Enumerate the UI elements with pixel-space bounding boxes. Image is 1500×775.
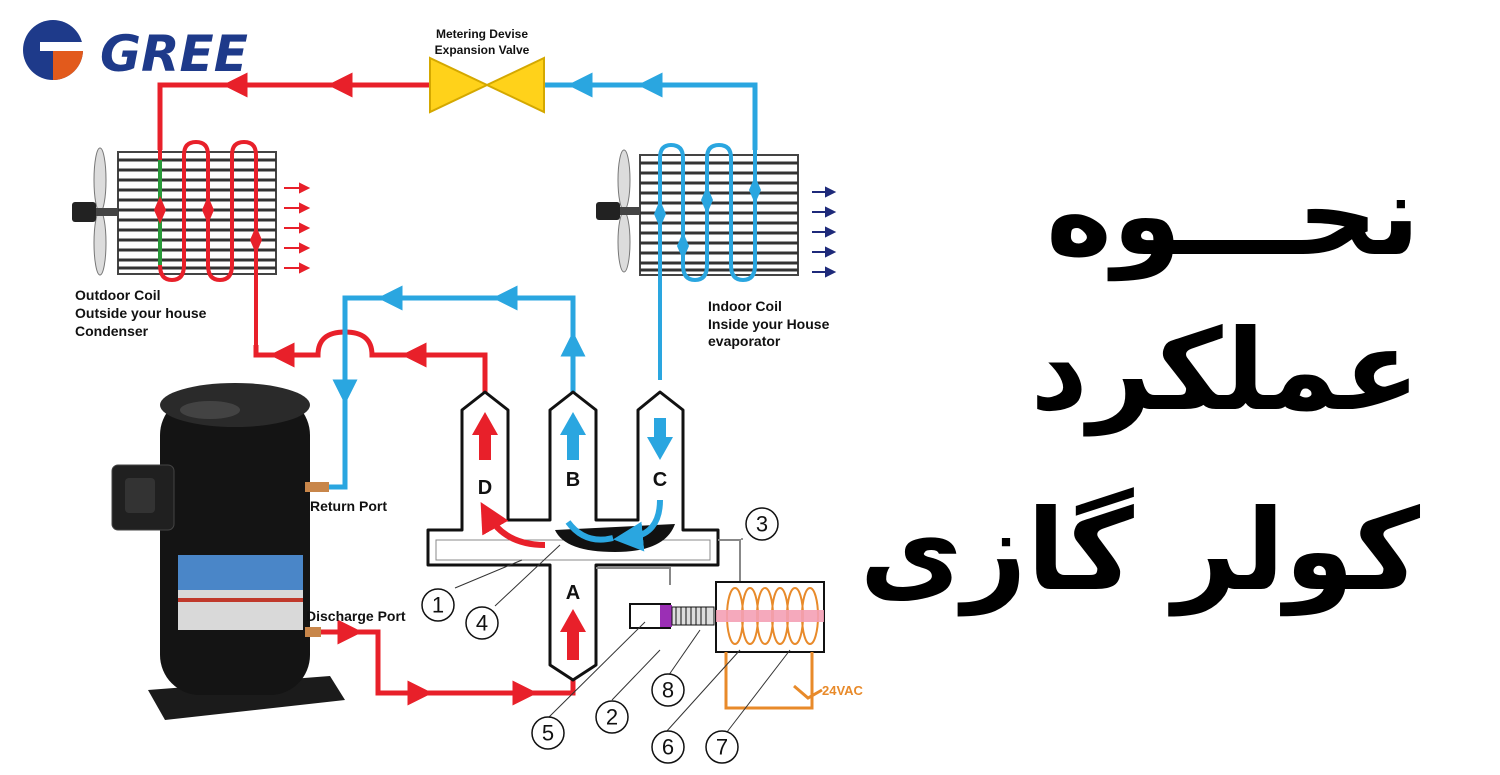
port-a-label: A xyxy=(566,582,580,604)
hot-gas-line xyxy=(253,329,488,400)
valve-flow-arrow-b xyxy=(560,412,586,460)
reversing-valve xyxy=(426,390,741,682)
callout-2: 2 xyxy=(595,700,629,734)
valve-label-line1: Metering Devise xyxy=(436,27,528,41)
outdoor-fan-icon xyxy=(72,147,118,276)
callout-5: 5 xyxy=(531,716,565,750)
gree-logo: GREE xyxy=(23,20,248,83)
svg-text:6: 6 xyxy=(662,735,674,760)
discharge-line-arrows xyxy=(330,619,538,706)
indoor-coil xyxy=(639,142,799,380)
outdoor-label-line3: Condenser xyxy=(75,323,149,339)
port-c-label: C xyxy=(653,469,667,491)
port-b-label: B xyxy=(566,469,580,491)
svg-text:8: 8 xyxy=(662,678,674,703)
title-line-2: عملکرد xyxy=(1030,306,1420,436)
valve-flow-arrow-d xyxy=(472,412,498,460)
gree-logo-icon xyxy=(23,20,84,80)
gree-logo-text: GREE xyxy=(100,25,248,83)
indoor-fan-icon xyxy=(596,149,640,273)
discharge-line xyxy=(318,629,576,696)
outdoor-label-line2: Outside your house xyxy=(75,305,207,321)
svg-text:3: 3 xyxy=(756,512,768,537)
svg-text:2: 2 xyxy=(606,705,618,730)
callout-8: 8 xyxy=(651,673,685,707)
valve-flow-arrow-a xyxy=(560,609,586,660)
discharge-port-label: Discharge Port xyxy=(306,608,406,624)
svg-text:4: 4 xyxy=(476,611,488,636)
expansion-valve xyxy=(429,56,545,114)
title-line-1: نحـــوه xyxy=(1046,151,1420,281)
callout-6: 6 xyxy=(651,730,685,764)
outdoor-airflow-arrows xyxy=(284,182,311,274)
svg-text:1: 1 xyxy=(432,593,444,618)
scroll-compressor xyxy=(111,383,345,720)
indoor-label-line1: Indoor Coil xyxy=(708,298,782,314)
suction-line xyxy=(322,295,576,490)
callout-4: 4 xyxy=(465,606,499,640)
suction-line-arrows xyxy=(332,285,586,405)
port-d-label: D xyxy=(478,477,492,499)
indoor-label-line2: Inside your House xyxy=(708,316,830,332)
callout-7: 7 xyxy=(705,730,739,764)
callout-3: 3 xyxy=(745,507,779,541)
callout-1: 1 xyxy=(421,588,455,622)
outdoor-label-line1: Outdoor Coil xyxy=(75,287,161,303)
solenoid-valve xyxy=(629,581,825,710)
callout-leaders xyxy=(454,538,791,733)
valve-label-line2: Expansion Valve xyxy=(435,43,530,57)
indoor-label-line3: evaporator xyxy=(708,333,781,349)
top-refrigerant-line xyxy=(157,72,758,150)
voltage-label: 24VAC xyxy=(822,683,864,698)
return-port-label: Return Port xyxy=(310,498,387,514)
title-line-3: کولر گازی xyxy=(859,486,1420,616)
indoor-airflow-arrows xyxy=(812,186,837,278)
svg-text:5: 5 xyxy=(542,721,554,746)
valve-flow-arrow-c xyxy=(647,418,673,460)
svg-text:7: 7 xyxy=(716,735,728,760)
